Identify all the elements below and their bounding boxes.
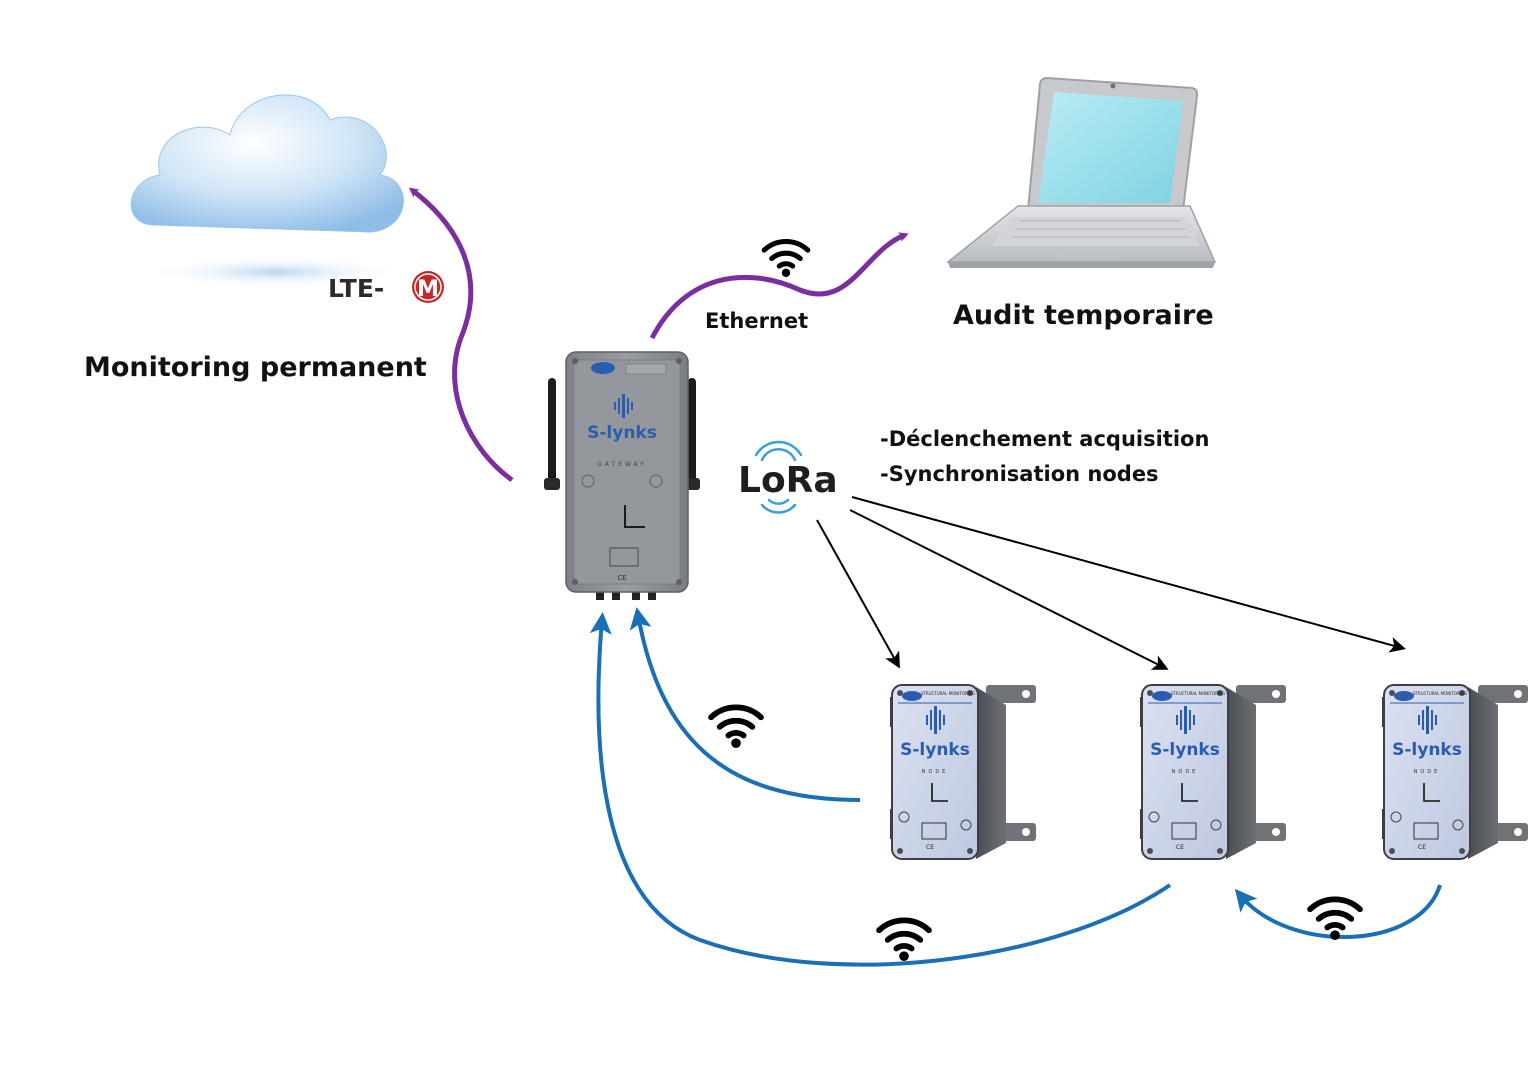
gateway-ce-mark: CE <box>617 574 626 582</box>
lora-label: LoRa <box>738 460 838 501</box>
node-brand: S-lynks <box>1150 740 1220 760</box>
node-ce-mark: CE <box>1176 844 1184 851</box>
node-device: STRUCTURAL MONITORING S-lynks NODE CE <box>1140 684 1286 860</box>
node-model: NODE <box>1414 769 1441 775</box>
lora-signal-icon <box>754 440 803 514</box>
antenna-icon <box>544 378 560 490</box>
node-device: STRUCTURAL MONITORING S-lynks NODE CE <box>1382 684 1528 860</box>
lte-m-logo: LTE- M <box>328 271 444 303</box>
node-brand: S-lynks <box>900 740 970 760</box>
wifi-icon <box>711 707 761 748</box>
lora-arrow-node-1 <box>816 519 900 669</box>
wireless-link-node2-gateway <box>589 612 1172 967</box>
cloud-icon <box>130 94 405 288</box>
node-ce-mark: CE <box>1418 844 1426 851</box>
ethernet-label: Ethernet <box>705 309 809 333</box>
ethernet-link <box>649 232 909 340</box>
wifi-icon <box>764 241 808 277</box>
function-1-label: -Déclenchement acquisition <box>880 427 1210 451</box>
node-model: NODE <box>922 769 949 775</box>
lora-arrow-node-2 <box>849 509 1169 670</box>
lte-label: LTE- <box>328 274 384 303</box>
node-header: STRUCTURAL MONITORING <box>921 691 975 696</box>
node-brand: S-lynks <box>1392 740 1462 760</box>
function-2-label: -Synchronisation nodes <box>880 462 1159 486</box>
lte-m-letter: M <box>417 277 439 302</box>
monitoring-label: Monitoring permanent <box>84 352 427 383</box>
gateway-device: S-lynks GATEWAY CE <box>544 351 700 600</box>
wireless-link-node1-gateway <box>629 607 861 802</box>
gateway-brand: S-lynks <box>587 423 657 443</box>
wifi-icon <box>879 920 929 961</box>
gateway-model: GATEWAY <box>597 461 647 468</box>
node-header: STRUCTURAL MONITORING <box>1171 691 1225 696</box>
node-ce-mark: CE <box>926 844 934 851</box>
audit-label: Audit temporaire <box>953 300 1214 331</box>
node-header: STRUCTURAL MONITORING <box>1413 691 1467 696</box>
lora-arrow-node-3 <box>851 496 1406 653</box>
node-device: STRUCTURAL MONITORING S-lynks NODE CE <box>890 684 1036 860</box>
node-model: NODE <box>1172 769 1199 775</box>
wireless-link-node3-node2 <box>1234 884 1442 940</box>
lte-link <box>408 187 514 483</box>
laptop-icon <box>945 76 1217 268</box>
